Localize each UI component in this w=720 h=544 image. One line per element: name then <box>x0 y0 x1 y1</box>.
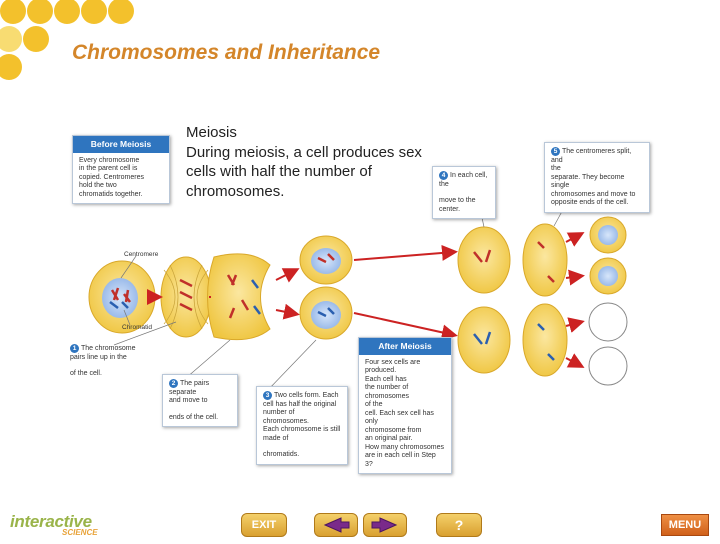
meiosis-text-line: During meiosis, a cell produces sex <box>186 143 422 161</box>
step4-number: 4 <box>439 171 448 180</box>
after-meiosis-header: After Meiosis <box>359 338 451 355</box>
forward-button[interactable] <box>363 513 407 537</box>
step5-line: opposite ends of the cell. <box>551 199 629 206</box>
before-line: hold the two <box>79 182 117 189</box>
meiosis-text-line: cells with half the number of <box>186 163 372 180</box>
meiosis-text-line: chromosomes. <box>186 182 285 200</box>
process-arrows <box>147 232 585 368</box>
step5-text: The centromeres split, and <box>551 148 632 164</box>
parent-cell <box>88 260 156 334</box>
step3-number: 3 <box>263 391 272 400</box>
before-line: in the parent cell is <box>79 165 138 172</box>
meiosis-text: Meiosis During meiosis, a cell produces … <box>186 123 448 201</box>
interactive-science-logo: interactive SCIENCE <box>10 512 98 537</box>
after-line: Each cell has <box>365 375 407 383</box>
decor-dot <box>27 0 53 24</box>
step2-cell <box>207 253 271 341</box>
after-line: an original pair. <box>365 435 413 442</box>
before-meiosis-body: Every chromosome in the parent cell is c… <box>73 153 169 204</box>
after-line: are in each cell in Step 3? <box>365 452 436 468</box>
chromatid-label: Chromatid <box>122 324 152 331</box>
centromere-label: Centromere <box>124 251 159 258</box>
logo-main-text: interactive <box>10 512 92 531</box>
sex-cells <box>588 216 628 386</box>
step2-number: 2 <box>169 379 178 388</box>
after-line: of the <box>365 401 383 408</box>
slide-title: Chromosomes and Inheritance <box>72 41 381 64</box>
meiosis-diagram: Before Meiosis Every chromosome in the p… <box>66 130 654 474</box>
meiosis-heading: Meiosis <box>186 124 237 141</box>
step5-number: 5 <box>551 147 560 156</box>
after-meiosis-card: After Meiosis Four sex cells are produce… <box>358 337 452 474</box>
step1-text: The chromosome <box>81 345 136 352</box>
after-line: chromosome from <box>365 426 422 434</box>
step3-line: made of <box>263 434 289 442</box>
step2-line <box>169 406 231 414</box>
step3-cells <box>299 235 353 340</box>
step5-cells <box>522 223 568 377</box>
step3-text: Two cells form. Each <box>274 392 339 399</box>
left-arrow-icon <box>323 517 350 533</box>
before-line: copied. Centromeres <box>79 173 144 181</box>
step1-number: 1 <box>70 344 79 353</box>
step1-line: pairs line up in the <box>70 353 127 361</box>
decor-dot <box>0 0 26 24</box>
step4-cells <box>457 226 511 374</box>
step4-line: move to the center. <box>439 197 476 213</box>
step5-line: chromosomes and move to <box>551 190 636 198</box>
step1-line <box>70 362 146 370</box>
step3-line <box>263 443 341 451</box>
decor-dot <box>0 26 22 52</box>
step1-cell <box>160 256 212 338</box>
after-meiosis-body: Four sex cells are produced. Each cell h… <box>359 355 451 474</box>
before-line: chromatids together. <box>79 190 143 198</box>
back-button[interactable] <box>314 513 358 537</box>
step4-text: In each cell, the <box>439 172 488 188</box>
step5-line: separate. They become single <box>551 173 625 190</box>
menu-button[interactable]: MENU <box>661 514 709 536</box>
decor-dot <box>0 54 22 80</box>
step3-line: number of chromosomes. <box>263 409 309 425</box>
help-button[interactable]: ? <box>436 513 482 537</box>
meiosis-illustration <box>88 189 628 393</box>
after-line: cell. Each sex cell has only <box>365 409 434 426</box>
step2-text: The pairs separate <box>169 380 210 396</box>
decor-dot <box>108 0 134 24</box>
step3-line: cell has half the original <box>263 400 337 408</box>
right-arrow-icon <box>371 517 398 533</box>
logo-sub-text: SCIENCE <box>62 528 98 537</box>
before-meiosis-header: Before Meiosis <box>73 136 169 153</box>
step5-line: the <box>551 165 561 172</box>
decor-dot <box>81 0 107 24</box>
before-meiosis-card: Before Meiosis Every chromosome in the p… <box>72 135 170 204</box>
decor-dot <box>23 26 49 52</box>
after-line: the number of chromosomes <box>365 384 409 400</box>
step2-line: ends of the cell. <box>169 413 219 421</box>
after-line: How many chromosomes <box>365 443 444 451</box>
step3-line: chromatids. <box>263 451 300 458</box>
step2-line: and move to <box>169 397 208 404</box>
after-line: Four sex cells are produced. <box>365 358 421 375</box>
step3-line: Each chromosome is still <box>263 426 341 433</box>
decor-dot <box>54 0 80 24</box>
exit-button[interactable]: EXIT <box>241 513 287 537</box>
before-line: Every chromosome <box>79 156 140 164</box>
step1-line: of the cell. <box>70 370 102 377</box>
